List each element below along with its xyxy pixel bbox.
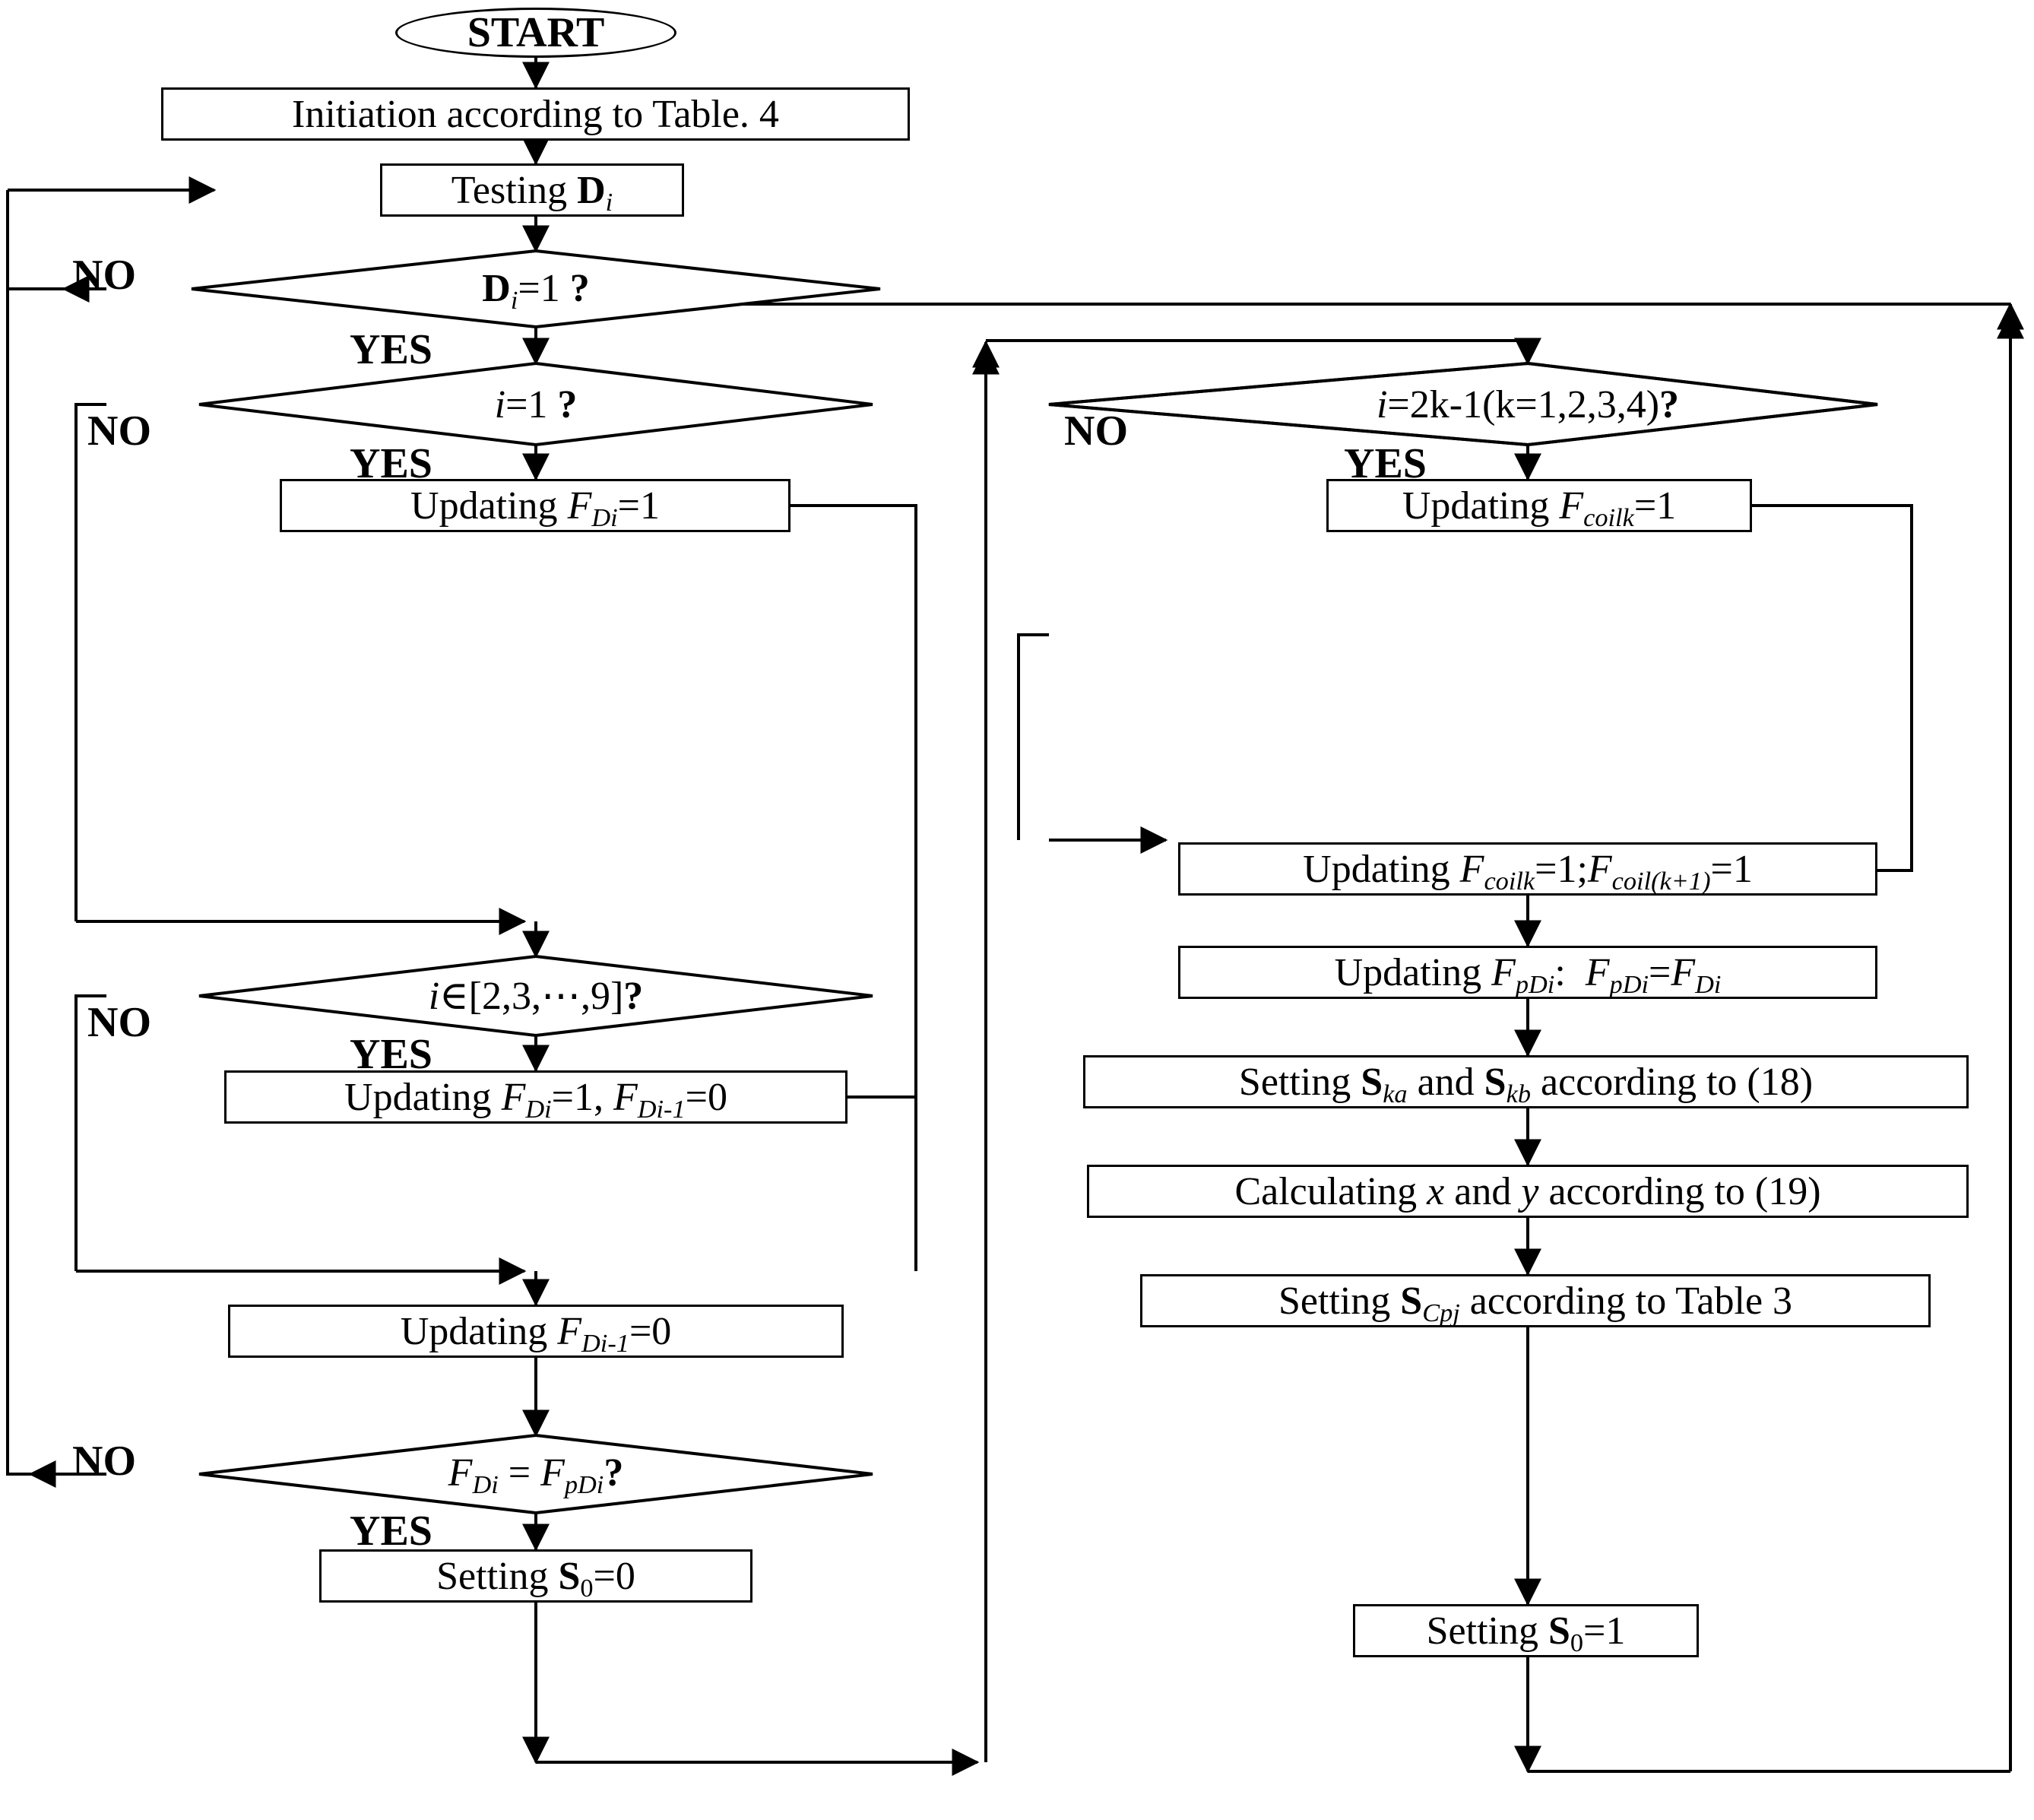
node-updating-fcoilk-label: Updating Fcoilk=1 [1402, 484, 1677, 532]
node-updating-fdi1-0[interactable]: Updating FDi-1=0 [228, 1305, 844, 1358]
node-updating-fdi-1-label: Updating FDi=1 [410, 484, 660, 532]
node-start[interactable]: START [395, 8, 676, 58]
node-initiation[interactable]: Initiation according to Table. 4 [161, 87, 910, 141]
diamond-i-eq-1 [198, 361, 873, 447]
branch-label-no-d1: NO [72, 252, 136, 299]
node-setting-ska-skb-label: Setting Ska and Skb according to (18) [1238, 1060, 1814, 1108]
node-updating-fcoilk-k1-label: Updating Fcoilk=1;Fcoil(k+1)=1 [1303, 847, 1753, 896]
node-d-eq-1-label: Di=1 ? [482, 267, 590, 315]
node-i-eq-2k-label: i=2k-1(k=1,2,3,4)? [1376, 383, 1680, 426]
node-calculating-xy[interactable]: Calculating x and y according to (19) [1087, 1165, 1969, 1218]
node-start-label: START [467, 9, 605, 56]
node-setting-s0-0[interactable]: Setting S0=0 [319, 1549, 752, 1603]
branch-label-yes-d1: YES [350, 326, 432, 373]
branch-label-no-fdi: NO [72, 1438, 136, 1485]
branch-label-no-irange: NO [87, 999, 151, 1046]
branch-label-no-i1: NO [87, 407, 151, 455]
node-setting-s0-0-label: Setting S0=0 [436, 1554, 635, 1603]
node-updating-fcoilk-k1[interactable]: Updating Fcoilk=1;Fcoil(k+1)=1 [1178, 842, 1877, 896]
node-i-in-range-label: i∈[2,3,⋯,9]? [428, 975, 644, 1018]
node-setting-s0-1[interactable]: Setting S0=1 [1353, 1604, 1699, 1657]
branch-label-no-2k: NO [1064, 407, 1128, 455]
node-updating-fpdi[interactable]: Updating FpDi: FpDi=FDi [1178, 946, 1877, 999]
node-updating-fpdi-label: Updating FpDi: FpDi=FDi [1334, 950, 1722, 999]
node-setting-scpj[interactable]: Setting SCpj according to Table 3 [1140, 1274, 1931, 1327]
diamond-fdi-eq-fpdi [198, 1433, 873, 1515]
node-setting-ska-skb[interactable]: Setting Ska and Skb according to (18) [1083, 1055, 1969, 1108]
node-setting-s0-1-label: Setting S0=1 [1426, 1609, 1626, 1657]
node-calculating-xy-label: Calculating x and y according to (19) [1234, 1169, 1821, 1213]
node-updating-fdi-fdi1-label: Updating FDi=1, FDi-1=0 [344, 1075, 727, 1124]
node-testing-di-label: Testing Di [451, 168, 613, 217]
diamond-i-in-range [198, 954, 873, 1038]
node-testing-di[interactable]: Testing Di [380, 163, 684, 217]
branch-label-yes-2k: YES [1344, 440, 1427, 487]
node-updating-fdi-1[interactable]: Updating FDi=1 [280, 479, 790, 532]
branch-label-yes-irange: YES [350, 1031, 432, 1078]
node-initiation-label: Initiation according to Table. 4 [292, 92, 779, 136]
branch-label-yes-fdi: YES [350, 1508, 432, 1555]
node-updating-fdi-fdi1[interactable]: Updating FDi=1, FDi-1=0 [224, 1070, 848, 1124]
node-updating-fcoilk[interactable]: Updating Fcoilk=1 [1326, 479, 1752, 532]
branch-label-yes-i1: YES [350, 440, 432, 487]
node-updating-fdi1-0-label: Updating FDi-1=0 [400, 1309, 672, 1358]
diamond-d-eq-1 [191, 249, 881, 329]
node-i-eq-1-label: i=1 ? [494, 383, 578, 426]
node-fdi-eq-fpdi-label: FDi = FpDi? [448, 1451, 624, 1500]
node-setting-scpj-label: Setting SCpj according to Table 3 [1278, 1279, 1793, 1327]
